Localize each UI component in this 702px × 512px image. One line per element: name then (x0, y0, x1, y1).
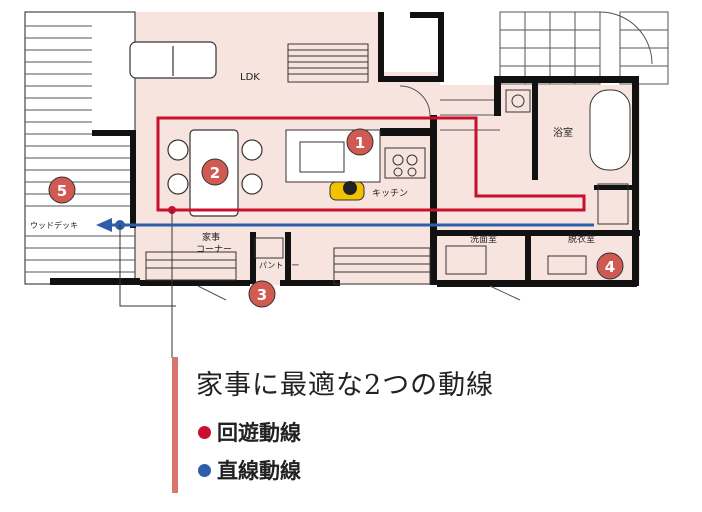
exterior-tiles (440, 11, 669, 131)
legend-item-straight: 直線動線 (198, 455, 301, 485)
furniture (129, 41, 263, 217)
fixtures (145, 43, 631, 285)
legend-item-label: 直線動線 (217, 459, 301, 483)
legend-title: 家事に最適な2つの動線 (196, 370, 495, 401)
marker-1: 1 (346, 128, 374, 156)
room-label-ldk: LDK (240, 72, 260, 83)
circulation-route (156, 116, 586, 212)
marker-4: 4 (596, 252, 624, 280)
svg-text:5: 5 (57, 182, 67, 200)
room-label-housework-1: 家事 (202, 231, 220, 243)
svg-text:3: 3 (257, 286, 267, 304)
svg-text:4: 4 (605, 258, 615, 276)
room-label-washroom: 洗面室 (470, 233, 497, 245)
legend-item-label: 回遊動線 (217, 421, 301, 445)
red-dot-icon (198, 426, 211, 439)
svg-text:1: 1 (355, 134, 365, 152)
cook-figure-icon (329, 181, 365, 201)
room-label-housework-2: コーナー (196, 244, 232, 255)
room-label-pantry: パントリー (259, 261, 299, 270)
door-swings (197, 11, 653, 301)
wood-deck (24, 11, 136, 285)
room-label-dressing: 脱衣室 (568, 233, 595, 245)
svg-text:2: 2 (210, 164, 220, 182)
walls (50, 12, 640, 287)
room-label-kitchen: キッチン (372, 188, 408, 199)
marker-2: 2 (201, 158, 229, 186)
room-label-deck: ウッドデッキ (30, 220, 78, 230)
straight-route (96, 218, 594, 307)
legend-accent-bar (172, 357, 178, 493)
marker-5: 5 (48, 176, 76, 204)
legend-item-circulation: 回遊動線 (198, 417, 301, 447)
blue-dot-icon (198, 464, 211, 477)
legend: 家事に最適な2つの動線 回遊動線 直線動線 (172, 357, 612, 493)
room-label-bath: 浴室 (553, 126, 573, 139)
marker-3: 3 (248, 280, 276, 308)
